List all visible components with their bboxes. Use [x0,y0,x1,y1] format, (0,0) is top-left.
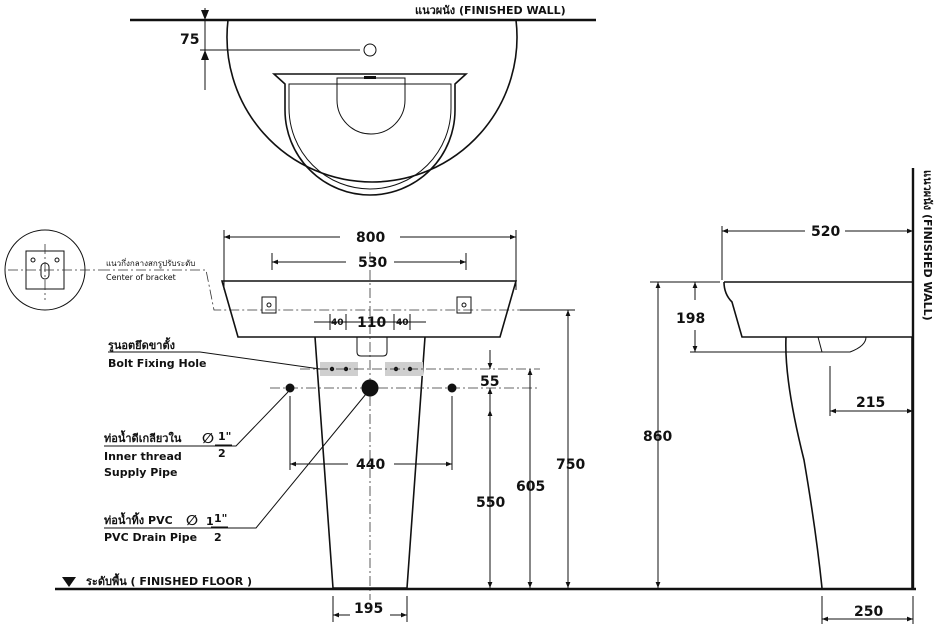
dim-basin-width: 800 [356,230,385,246]
dim-basin-depth: 520 [811,224,840,240]
diameter-symbol-drain: ∅ [186,513,198,529]
supply-label-th: ท่อน้ำดีเกลียวใน [104,430,182,445]
supply-size-den: 2 [218,447,226,460]
dim-basin-thickness: 198 [676,311,705,327]
dim-pedestal-base-front: 195 [354,601,383,617]
drain-trap-side [817,336,867,353]
dim-bolt-offset-right: 40 [396,318,409,328]
bolt-label-th: รูนอตยึดขาตั้ง [108,337,175,353]
front-elevation: 800 530 40 110 40 [220,230,585,622]
supply-size-num: 1" [218,430,231,443]
dim-wall-to-tap: 75 [180,32,199,48]
dim-supply-height: 550 [476,495,505,511]
diameter-symbol-supply: ∅ [202,431,214,447]
drain-trap-front [356,337,388,357]
finished-floor-label: ระดับพื้น ( FINISHED FLOOR ) [86,573,252,588]
side-elevation: แนวผนัง (FINISHED WALL) 520 198 860 215 … [643,168,934,624]
drain-plan [336,77,406,135]
bolt-label-en: Bolt Fixing Hole [108,357,206,370]
basin-plan-outline [226,19,518,183]
overflow-slot [364,76,376,79]
basin-side-outline [723,281,912,338]
dim-supply-spacing: 440 [356,457,385,473]
basin-bowl-plan [271,73,469,196]
drain-label-en: PVC Drain Pipe [104,531,197,544]
finished-wall-label-top: แนวผนัง (FINISHED WALL) [415,4,566,17]
dim-bracket-spacing: 530 [358,255,387,271]
basin-bowl-inner [288,83,452,190]
pedestal-side-front [785,336,823,589]
floor: ระดับพื้น ( FINISHED FLOOR ) [55,573,916,591]
bracket-right [456,296,472,314]
dim-rim-height-side: 860 [643,429,672,445]
bracket-left [261,296,277,314]
basin-front-outline [220,280,518,338]
dim-bolt-height-offset: 55 [480,374,499,390]
dim-drain-height: 605 [516,479,545,495]
drain-size-num: 1" [214,512,227,525]
drain-pipe [361,379,379,397]
dim-pedestal-offset: 215 [856,395,885,411]
dim-bolt-spacing: 110 [357,315,386,331]
tap-hole [363,43,377,57]
annotations-left: รูนอตยึดขาตั้ง Bolt Fixing Hole ท่อน้ำดี… [104,337,367,544]
drain-size-den: 2 [214,531,222,544]
drain-label-th: ท่อน้ำทิ้ง PVC [104,512,173,527]
supply-pipe-left [285,383,295,393]
plan-view: แนวผนัง (FINISHED WALL) 75 [130,4,596,196]
bracket-detail: แนวกึ่งกลางสกรูปรับระดับ Center of brack… [4,229,560,311]
supply-pipe-right [447,383,457,393]
dim-pedestal-base-side: 250 [854,604,883,620]
supply-label-en-2: Supply Pipe [104,466,177,479]
floor-level-marker-icon [62,577,76,587]
finished-wall-label-side: แนวผนัง (FINISHED WALL) [921,170,934,321]
bracket-label-th: แนวกึ่งกลางสกรูปรับระดับ [106,257,195,269]
bracket-label-en: Center of bracket [106,273,176,282]
drain-size-whole: 1 [206,515,214,528]
dim-bolt-offset-left: 40 [331,318,344,328]
supply-label-en-1: Inner thread [104,450,182,463]
dim-rim-height-front: 750 [556,457,585,473]
